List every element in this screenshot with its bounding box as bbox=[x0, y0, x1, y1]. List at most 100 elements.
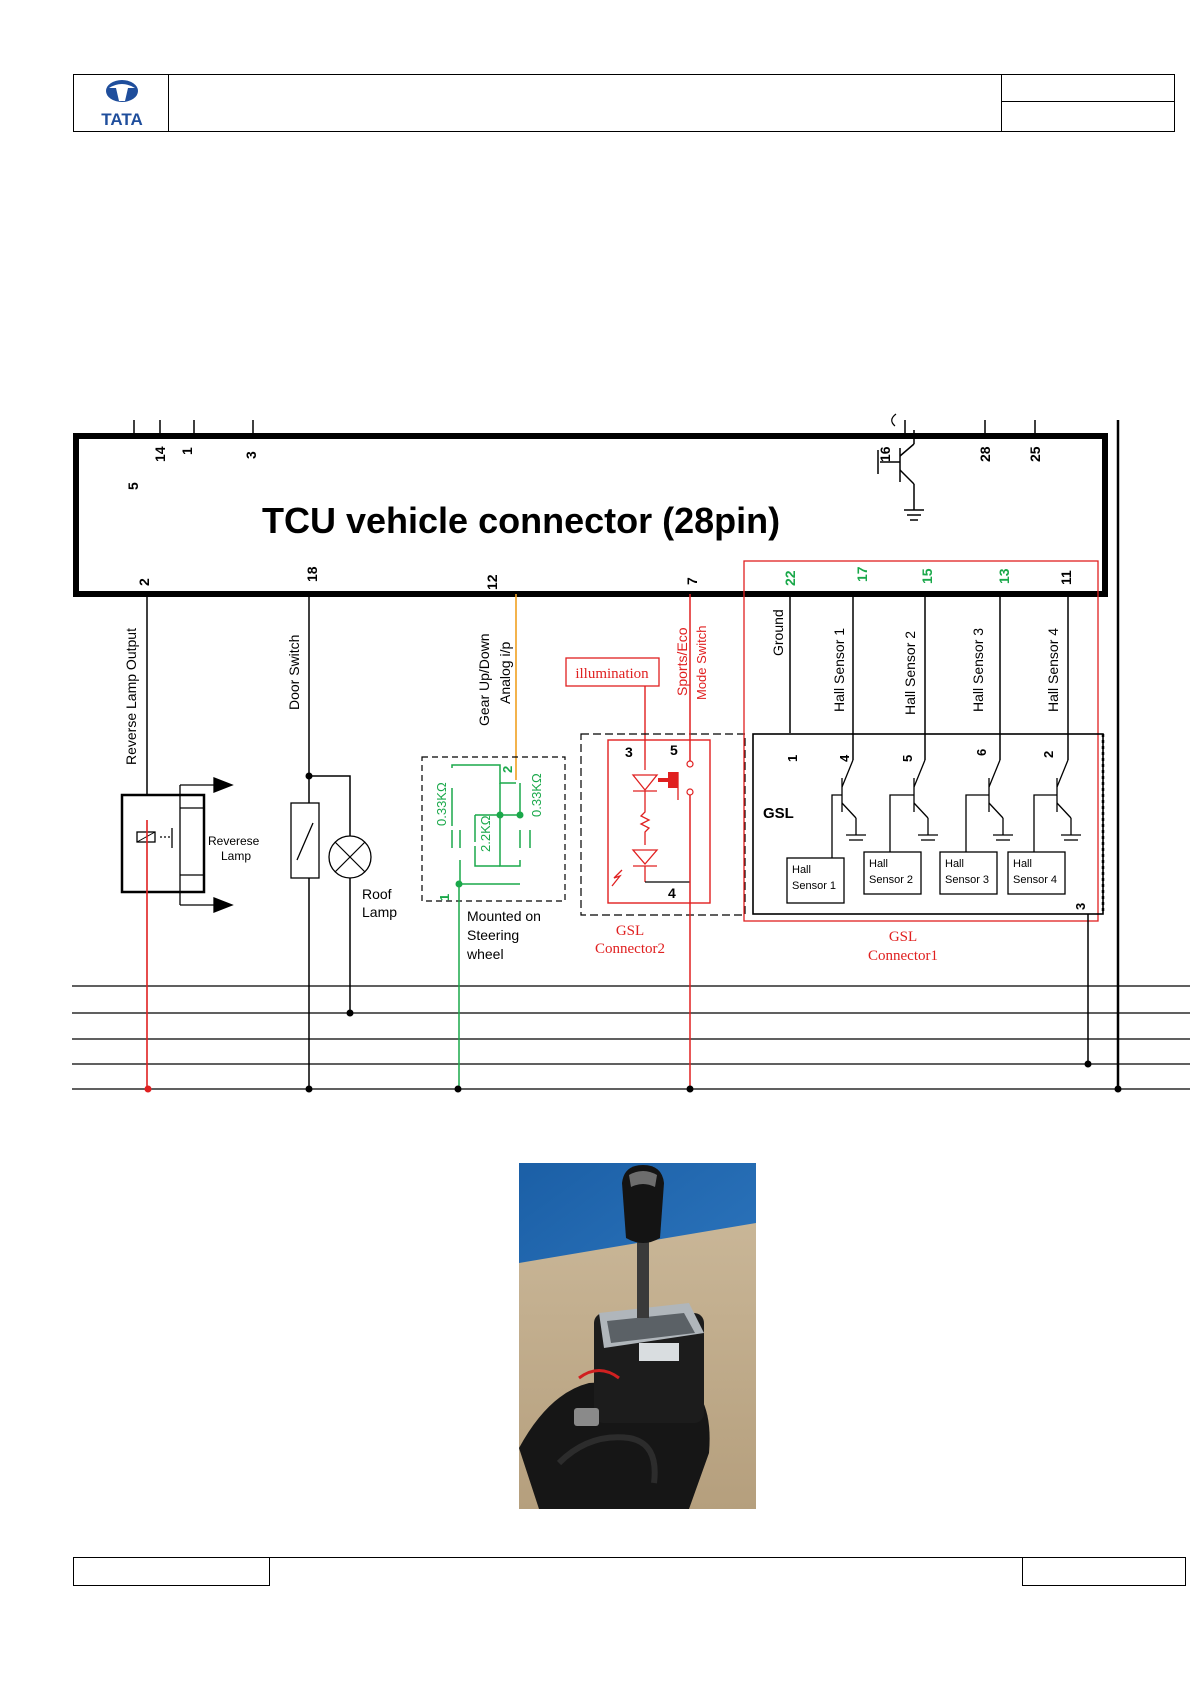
label-hall-sensor-1: Hall Sensor 1 bbox=[831, 628, 847, 712]
label-conn2-name: Connector2 bbox=[595, 941, 665, 957]
hall-transistor-2 bbox=[889, 759, 938, 858]
hall-box-2-line1: Hall bbox=[869, 858, 888, 870]
junction-reverse bbox=[144, 1085, 152, 1093]
junction-steer-3 bbox=[455, 880, 463, 888]
label-mode-switch: Mode Switch bbox=[694, 626, 709, 700]
junction-roof bbox=[346, 1009, 354, 1017]
label-conn1-name: Connector1 bbox=[868, 948, 938, 964]
hall-box-1-line2: Sensor 1 bbox=[792, 880, 836, 892]
bus-lines bbox=[72, 985, 1190, 1090]
label-gear-updown-1: Gear Up/Down bbox=[476, 633, 492, 726]
label-steering-note-3: wheel bbox=[466, 946, 504, 962]
tcu-bottom-pin-11: 11 bbox=[1058, 570, 1074, 585]
label-ground: Ground bbox=[770, 609, 786, 656]
hall-sensor-box-2 bbox=[863, 851, 922, 895]
tcu-bottom-pin-22: 22 bbox=[782, 570, 798, 586]
relay-switch-icon bbox=[160, 807, 204, 876]
hall-box-2-line2: Sensor 2 bbox=[869, 874, 913, 886]
junction-sports-eco bbox=[686, 1085, 694, 1093]
gear-shifter-photo bbox=[519, 1163, 756, 1509]
wiring-diagram: TCU vehicle connector (28pin) 5 14 1 3 1… bbox=[72, 413, 1190, 1093]
hall-box-3-line2: Sensor 3 bbox=[945, 874, 989, 886]
tcu-title: TCU vehicle connector (28pin) bbox=[262, 500, 780, 541]
tcu-top-pin-25: 25 bbox=[1027, 446, 1043, 462]
shifter-knob-icon bbox=[622, 1165, 664, 1318]
wire-roof-lamp bbox=[309, 775, 351, 1013]
tata-logo-icon bbox=[106, 80, 138, 102]
reverse-relay-box bbox=[120, 793, 206, 894]
header-info-cell-bottom bbox=[1001, 101, 1175, 132]
label-gsl-pin-5: 5 bbox=[900, 755, 915, 762]
relay-coil bbox=[136, 831, 156, 843]
illumination-box bbox=[565, 657, 660, 687]
label-door-switch: Door Switch bbox=[286, 635, 302, 710]
label-gear-updown-2: Analog i/p bbox=[497, 642, 513, 704]
label-hall-sensor-3: Hall Sensor 3 bbox=[970, 628, 986, 712]
label-conn1-gsl: GSL bbox=[889, 929, 917, 945]
label-gsl-pin-6: 6 bbox=[974, 749, 989, 756]
tcu-bottom-pin-12: 12 bbox=[484, 574, 500, 590]
gsl-connector2-inner bbox=[607, 739, 711, 904]
roof-lamp-icon bbox=[328, 835, 372, 879]
hall-transistor-3 bbox=[965, 759, 1013, 858]
label-roof-lamp-2: Lamp bbox=[362, 904, 397, 920]
label-steer-pin-2: 2 bbox=[500, 766, 515, 773]
reverse-lamp-arrows bbox=[179, 777, 234, 913]
hall-sensor-box-1 bbox=[786, 857, 845, 904]
label-res-left: 0.33KΩ bbox=[434, 782, 449, 826]
tcu-top-pin-5: 5 bbox=[125, 482, 141, 490]
tcu-top-pin-28: 28 bbox=[977, 446, 993, 462]
hall-sensor-box-3 bbox=[939, 851, 998, 895]
label-hall-sensor-2: Hall Sensor 2 bbox=[902, 631, 918, 715]
hall-transistor-4 bbox=[1033, 759, 1081, 858]
label-steering-note-1: Mounted on bbox=[467, 908, 541, 924]
label-gsl: GSL bbox=[763, 805, 794, 822]
label-gsl-pin-1: 1 bbox=[785, 755, 800, 762]
gsl-connector2-outer bbox=[580, 733, 746, 916]
label-steering-note-2: Steering bbox=[467, 927, 519, 943]
tcu-bottom-pin-17: 17 bbox=[854, 566, 870, 582]
footer-left-cell bbox=[73, 1557, 270, 1586]
tcu-bottom-pin-18: 18 bbox=[304, 566, 320, 582]
hall-box-3-line1: Hall bbox=[945, 858, 964, 870]
steering-switch-box bbox=[421, 756, 566, 902]
label-reverse-lamp-2: Lamp bbox=[221, 849, 251, 863]
mode-push-switch-icon bbox=[658, 760, 694, 800]
hall-box-1-line1: Hall bbox=[792, 864, 811, 876]
tcu-top-pin-1: 1 bbox=[179, 447, 195, 455]
tcu-connector-box bbox=[73, 433, 1108, 597]
tcu-bottom-pin-7: 7 bbox=[684, 577, 700, 585]
tata-logo: TATA bbox=[101, 80, 143, 129]
junction-steer-2 bbox=[516, 811, 524, 819]
label-hall-sensor-4: Hall Sensor 4 bbox=[1045, 628, 1061, 712]
label-reverse-lamp-output: Reverse Lamp Output bbox=[123, 628, 139, 765]
label-conn2-gsl: GSL bbox=[616, 923, 644, 939]
tcu-top-pin-16: 16 bbox=[877, 446, 893, 462]
tcu-top-pin-3: 3 bbox=[243, 451, 259, 459]
hall-sensor-box-4 bbox=[1007, 851, 1066, 895]
junction-gear-bus bbox=[454, 1085, 462, 1093]
tcu-internal-transistor bbox=[877, 430, 924, 521]
label-reverse-lamp-1: Reverese bbox=[208, 834, 260, 848]
tcu-bottom-pin-15: 15 bbox=[919, 568, 935, 584]
label-res-mid: 2.2KΩ bbox=[478, 815, 493, 852]
tata-logo-text: TATA bbox=[101, 110, 143, 129]
label-conn2-pin-5: 5 bbox=[670, 742, 678, 758]
junction-door-bottom bbox=[305, 1085, 313, 1093]
label-gsl-pin-2: 2 bbox=[1041, 751, 1056, 758]
top-pin-curve bbox=[891, 413, 897, 427]
label-gsl-pin-3: 3 bbox=[1073, 903, 1088, 910]
tcu-top-pin-14: 14 bbox=[152, 446, 168, 462]
shifter-base-icon bbox=[519, 1303, 710, 1509]
label-steer-pin-1: 1 bbox=[437, 894, 452, 901]
tcu-bottom-pin-13: 13 bbox=[996, 568, 1012, 584]
gsl-connector1-red bbox=[743, 560, 1099, 922]
label-conn2-pin-3: 3 bbox=[625, 744, 633, 760]
footer-right-cell bbox=[1022, 1557, 1186, 1586]
hall-box-4-line2: Sensor 4 bbox=[1013, 874, 1057, 886]
junction-gsl-pin3 bbox=[1084, 1060, 1092, 1068]
label-illumination: illumination bbox=[575, 666, 649, 682]
label-gsl-pin-4: 4 bbox=[837, 754, 852, 762]
label-res-right: 0.33KΩ bbox=[529, 773, 544, 817]
relay-coil-diag bbox=[136, 831, 156, 843]
